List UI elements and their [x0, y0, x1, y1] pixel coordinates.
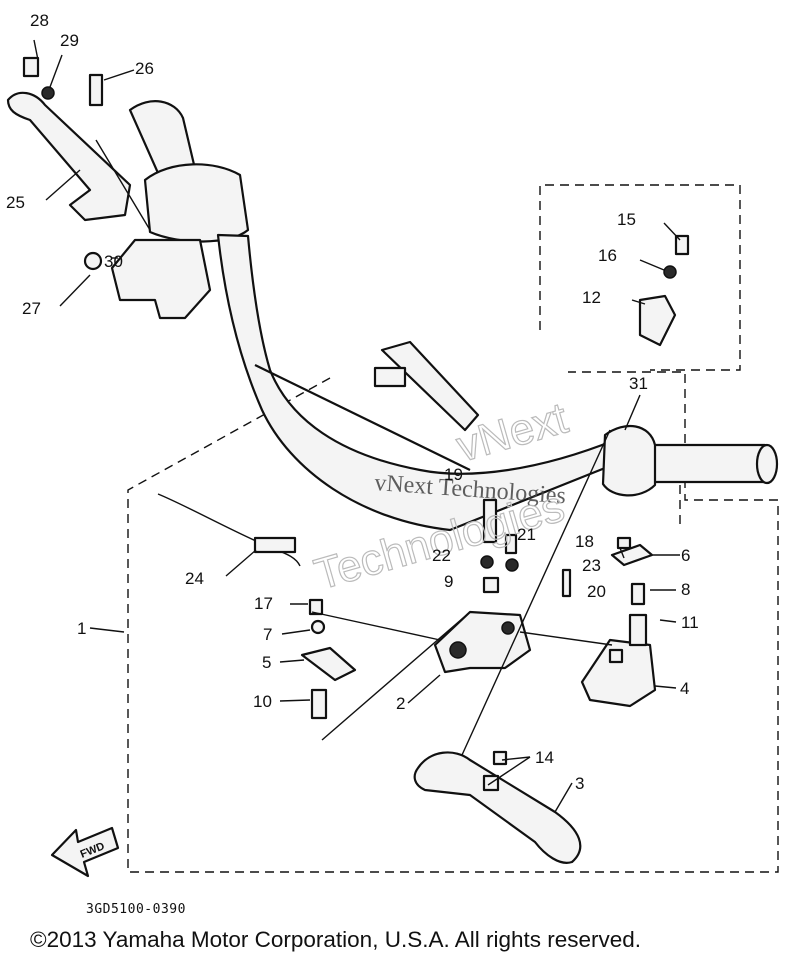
- callout-9: 9: [444, 572, 453, 591]
- handlebar: [110, 100, 622, 532]
- callout-17: 17: [254, 594, 273, 613]
- callout-15: 15: [617, 210, 636, 229]
- callout-24: 24: [185, 569, 204, 588]
- brake-lever: [413, 751, 582, 864]
- callout-3: 3: [575, 774, 584, 793]
- callout-12: 12: [582, 288, 601, 307]
- callout-25: 25: [6, 193, 25, 212]
- callout-26: 26: [135, 59, 154, 78]
- leader-lines: [33, 39, 681, 813]
- callout-10: 10: [253, 692, 272, 711]
- callout-8: 8: [681, 580, 690, 599]
- callout-11: 11: [681, 613, 699, 632]
- callout-6: 6: [681, 546, 690, 565]
- right-grip: [601, 424, 779, 497]
- callout-19: 19: [444, 465, 463, 484]
- callout-23: 23: [582, 556, 601, 575]
- callout-4: 4: [680, 679, 689, 698]
- callout-22: 22: [432, 546, 451, 565]
- switch-housing: [580, 638, 657, 708]
- callout-27: 27: [22, 299, 41, 318]
- hardware: [22, 56, 690, 792]
- clutch-lever: [6, 91, 132, 222]
- callout-16: 16: [598, 246, 617, 265]
- callout-30: 30: [104, 252, 123, 271]
- callout-28: 28: [30, 11, 49, 30]
- cable-assembly: [157, 340, 480, 567]
- callout-5: 5: [262, 653, 271, 672]
- callout-21: 21: [517, 525, 536, 544]
- copyright-notice: ©2013 Yamaha Motor Corporation, U.S.A. A…: [30, 927, 642, 952]
- callout-1: 1: [77, 619, 86, 638]
- lever-bracket: [433, 610, 532, 674]
- diagram-code: 3GD5100-0390: [86, 902, 186, 917]
- callout-18: 18: [575, 532, 594, 551]
- callout-2: 2: [396, 694, 405, 713]
- assembly-frame-lever: [127, 371, 779, 873]
- callout-7: 7: [263, 625, 272, 644]
- callout-29: 29: [60, 31, 79, 50]
- callout-14: 14: [535, 748, 554, 767]
- callout-31: 31: [629, 374, 648, 393]
- forward-arrow: FWD: [50, 826, 120, 878]
- callout-20: 20: [587, 582, 606, 601]
- assembly-frame-switch: [539, 184, 741, 371]
